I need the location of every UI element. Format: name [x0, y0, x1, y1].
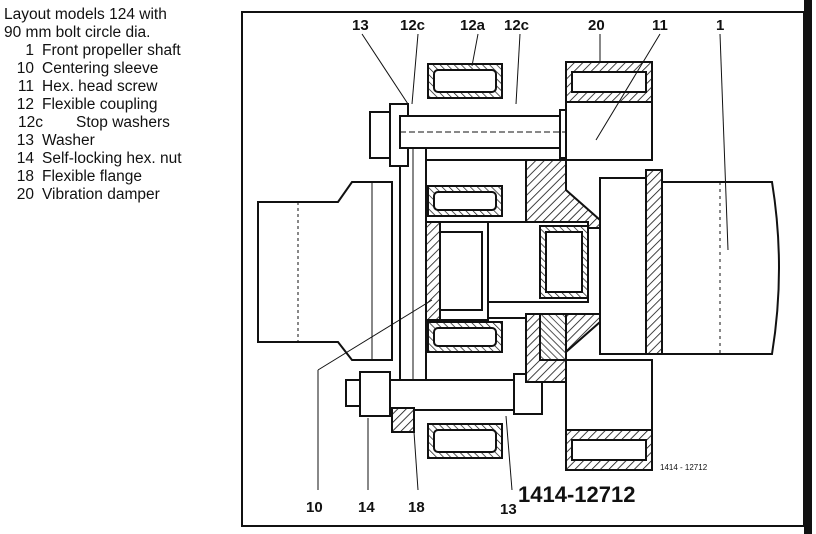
callouts-bottom: 10 14 18 13	[306, 499, 517, 518]
legend-item: 14 Self-locking hex. nut	[4, 150, 236, 168]
legend-item: 12 Flexible coupling	[4, 96, 236, 114]
legend-item-number: 10	[16, 60, 34, 77]
legend-item-number: 20	[16, 186, 34, 203]
hub-sections	[525, 159, 601, 383]
rubber-element-upper	[427, 63, 503, 217]
legend-item-label: Flexible coupling	[42, 96, 158, 113]
legend-item-label: Hex. head screw	[42, 78, 158, 95]
front-propeller-shaft	[599, 169, 780, 355]
part-number: 1414-12712	[518, 482, 635, 507]
legend-item-label: Vibration damper	[42, 186, 160, 203]
legend-item: 20 Vibration damper	[4, 186, 236, 204]
legend: Layout models 124 with 90 mm bolt circle…	[4, 6, 236, 204]
legend-item-label: Self-locking hex. nut	[42, 150, 182, 167]
leader-lines	[317, 33, 729, 491]
callouts-top: 13 12c 12a 12c 20 11 1	[352, 17, 724, 34]
legend-item: 12c Stop washers	[4, 114, 236, 132]
diagram-frame	[241, 0, 812, 534]
callout-13-bottom: 13	[500, 501, 517, 518]
callout-11: 11	[652, 17, 668, 34]
legend-item: 18 Flexible flange	[4, 168, 236, 186]
callout-12c-right: 12c	[504, 17, 529, 34]
legend-item-number: 1	[25, 42, 34, 59]
callout-12c-left: 12c	[400, 17, 425, 34]
legend-item-number: 13	[16, 132, 34, 149]
centering-sleeve	[425, 221, 589, 321]
legend-item-number: 11	[17, 78, 34, 95]
callout-20: 20	[588, 17, 605, 34]
callout-10: 10	[306, 499, 323, 516]
callout-18: 18	[408, 499, 425, 516]
small-part-number: 1414 - 12712	[660, 463, 708, 472]
callout-14: 14	[358, 499, 375, 516]
legend-item: 11 Hex. head screw	[4, 78, 236, 96]
legend-item-number: 18	[16, 168, 34, 185]
legend-item-label: Stop washers	[76, 114, 170, 131]
legend-item-label: Washer	[42, 132, 95, 149]
legend-item-label: Front propeller shaft	[42, 42, 181, 59]
callout-12a: 12a	[460, 17, 486, 34]
hex-head-screw-upper	[369, 103, 593, 167]
legend-title-line-2: 90 mm bolt circle dia.	[4, 24, 151, 41]
legend-item-number: 14	[16, 150, 34, 167]
legend-item: 10 Centering sleeve	[4, 60, 236, 78]
transmission-flange	[257, 181, 393, 361]
legend-item-label: Centering sleeve	[42, 60, 159, 77]
vibration-damper	[565, 61, 653, 471]
callout-1: 1	[716, 17, 724, 34]
callout-13-top: 13	[352, 17, 369, 34]
legend-item-number: 12c	[18, 114, 43, 131]
legend-item: 13 Washer	[4, 132, 236, 150]
legend-item-label: Flexible flange	[42, 168, 142, 185]
legend-item-number: 12	[16, 96, 34, 113]
legend-title-line-1: Layout models 124 with	[4, 6, 167, 23]
legend-item: 1 Front propeller shaft	[4, 42, 236, 60]
rubber-element-lower	[427, 321, 503, 459]
